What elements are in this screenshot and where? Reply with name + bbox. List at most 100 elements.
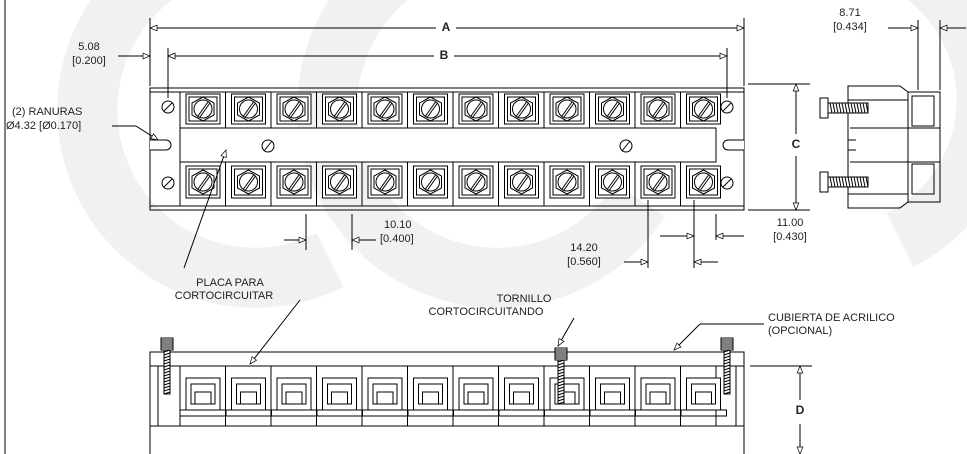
terminal-screw <box>466 172 486 192</box>
terminal-cell <box>231 165 266 199</box>
cubierta-note-2: (OPCIONAL) <box>768 325 833 337</box>
terminal-cell <box>595 165 630 199</box>
front-terminal <box>498 366 545 426</box>
front-terminal <box>179 366 227 426</box>
side-screw-head <box>819 97 829 119</box>
terminal-screw <box>648 99 668 119</box>
dimensions-top <box>112 18 810 269</box>
screw-icon <box>160 337 174 395</box>
terminal-screw <box>557 99 577 119</box>
terminal-cell <box>367 165 403 199</box>
terminal-cell <box>686 165 721 199</box>
dim-d-label: D <box>795 403 805 417</box>
terminal-cell <box>640 93 676 125</box>
dim-b-label: B <box>439 48 449 62</box>
terminal-screw <box>375 99 395 119</box>
terminal-screw <box>603 99 622 119</box>
dim-1010-in: [0.400] <box>380 233 414 245</box>
terminal-cell <box>322 93 357 125</box>
tornillo-note-2: CORTOCIRCUITANDO <box>428 306 544 318</box>
front-view <box>149 299 812 454</box>
placa-note-1: PLACA PARA <box>196 277 264 289</box>
mount-hole <box>161 100 175 114</box>
terminal-cell <box>504 93 539 125</box>
terminal-cell <box>549 165 585 199</box>
terminal-screw <box>694 172 713 192</box>
terminal-cell <box>458 165 494 199</box>
front-terminal <box>634 366 682 426</box>
terminal-screw <box>330 99 349 119</box>
front-terminal <box>270 366 318 426</box>
ranuras-note-2: Ø4.32 [Ø0.170] <box>6 120 82 132</box>
dim-508-in: [0.200] <box>72 55 106 67</box>
terminal-cell <box>367 93 403 125</box>
screw-icon <box>720 337 734 395</box>
terminal-screw <box>239 172 258 192</box>
terminal-screw <box>648 172 668 192</box>
front-terminal <box>452 366 500 426</box>
dim-c-label: C <box>791 137 801 151</box>
plate-screw <box>619 139 633 153</box>
placa-note-2: CORTOCIRCUITAR <box>174 290 274 302</box>
front-terminal <box>316 366 363 426</box>
terminal-screw <box>603 172 622 192</box>
cubierta-note-1: CUBIERTA DE ACRILICO <box>768 312 895 324</box>
tornillo-note-1: TORNILLO <box>496 293 552 305</box>
dim-1420-in: [0.560] <box>567 256 601 268</box>
ranuras-note-1: (2) RANURAS <box>12 106 83 118</box>
front-terminal <box>680 366 727 426</box>
dim-871-in: [0.434] <box>833 21 867 33</box>
terminal-screw <box>193 172 213 192</box>
terminal-cell <box>686 93 721 125</box>
terminal-screw <box>557 172 577 192</box>
terminal-screw <box>284 99 304 119</box>
terminal-screw <box>193 99 213 119</box>
screw-icon <box>827 102 869 114</box>
terminal-screw <box>284 172 304 192</box>
shorting-plate <box>179 127 717 163</box>
dim-508-mm: 5.08 <box>78 41 100 53</box>
front-terminal <box>361 366 409 426</box>
terminal-cell <box>276 165 312 199</box>
acrylic-cover <box>149 351 745 367</box>
terminal-screw <box>512 99 531 119</box>
dim-871-mm: 8.71 <box>839 7 861 19</box>
plate-screw <box>261 139 275 153</box>
terminal-cell <box>413 93 448 125</box>
terminal-screw <box>239 99 258 119</box>
dim-a-label: A <box>441 20 451 34</box>
terminal-screw <box>421 99 440 119</box>
terminal-cell <box>322 165 357 199</box>
terminal-screw <box>330 172 349 192</box>
terminal-screw <box>466 99 486 119</box>
terminal-screw <box>421 172 440 192</box>
front-terminal <box>589 366 636 426</box>
dim-1100-in: [0.430] <box>773 231 807 243</box>
terminal-cell <box>458 93 494 125</box>
top-view <box>149 87 745 211</box>
terminal-cell <box>413 165 448 199</box>
dim-1010-mm: 10.10 <box>384 219 412 231</box>
terminal-screw <box>694 99 713 119</box>
terminal-cell <box>595 93 630 125</box>
front-terminal <box>543 366 591 426</box>
terminal-cell <box>504 165 539 199</box>
screw-icon <box>554 347 568 405</box>
right-slot <box>722 139 744 151</box>
terminal-cell <box>185 93 221 125</box>
side-view <box>819 20 966 209</box>
terminal-cell <box>640 165 676 199</box>
watermark <box>57 0 967 308</box>
front-terminal <box>407 366 454 426</box>
mount-hole <box>161 176 175 190</box>
dim-1100-mm: 11.00 <box>776 217 804 229</box>
terminal-screw <box>512 172 531 192</box>
terminal-cell <box>276 93 312 125</box>
side-screw-head <box>819 171 829 193</box>
terminal-screw <box>375 172 395 192</box>
terminal-cell <box>231 93 266 125</box>
left-slot <box>150 139 172 151</box>
screw-icon <box>827 176 869 188</box>
front-terminal <box>225 366 272 426</box>
